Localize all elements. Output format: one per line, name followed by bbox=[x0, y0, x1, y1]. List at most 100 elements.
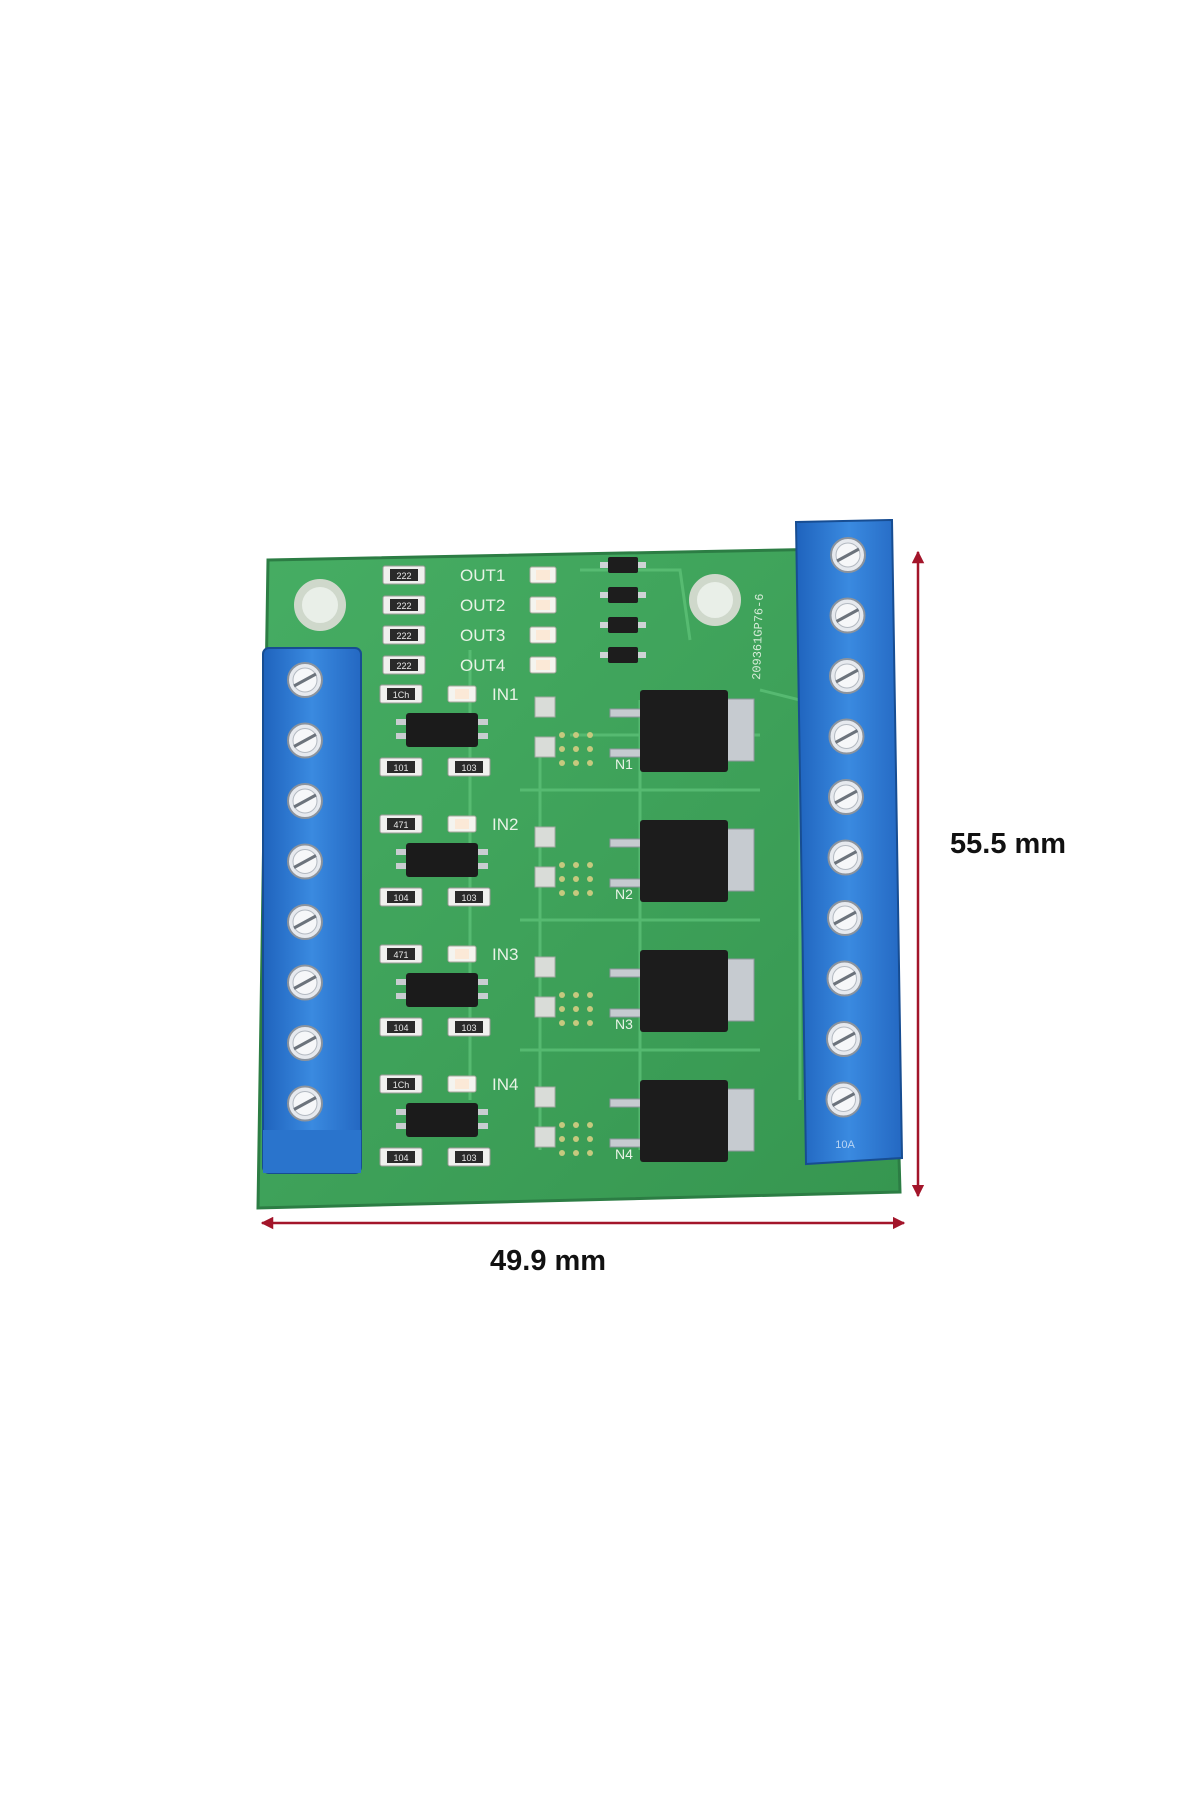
input-led-3 bbox=[447, 945, 477, 963]
channel-resistor: 1Ch bbox=[379, 684, 423, 704]
channel-resistor: 471 bbox=[379, 814, 423, 834]
right-screws bbox=[825, 537, 866, 1118]
output-label-4: OUT4 bbox=[460, 656, 505, 675]
left-screw-8 bbox=[287, 1085, 323, 1122]
left-screws bbox=[287, 662, 323, 1122]
output-label-3: OUT3 bbox=[460, 626, 505, 645]
right-screw-4 bbox=[828, 718, 865, 755]
channel-resistor: 104 bbox=[379, 1017, 423, 1037]
mosfet-1 bbox=[609, 690, 755, 772]
resistor-code: 103 bbox=[461, 763, 476, 773]
mosfet-4 bbox=[609, 1080, 755, 1162]
width-dimension-label: 49.9 mm bbox=[490, 1245, 607, 1277]
optocoupler-4 bbox=[396, 1103, 488, 1137]
resistor-code: 104 bbox=[393, 1023, 408, 1033]
input-label-2: IN2 bbox=[492, 815, 518, 834]
channel-resistor: 103 bbox=[447, 1147, 491, 1167]
pad bbox=[534, 866, 556, 888]
resistor-code: 103 bbox=[461, 1153, 476, 1163]
pad bbox=[534, 696, 556, 718]
right-screw-2 bbox=[829, 597, 866, 634]
right-screw-8 bbox=[826, 960, 863, 997]
terminal-rating: 10A bbox=[835, 1139, 855, 1151]
output-resistor: 222 bbox=[382, 565, 426, 585]
left-screw-6 bbox=[287, 964, 323, 1001]
output-resistor: 222 bbox=[382, 655, 426, 675]
channel-resistor: 471 bbox=[379, 944, 423, 964]
optocoupler-2 bbox=[396, 843, 488, 877]
mosfet-3 bbox=[609, 950, 755, 1032]
resistor-code: 222 bbox=[396, 631, 411, 641]
input-label-3: IN3 bbox=[492, 945, 518, 964]
mosfet-label-1: N1 bbox=[615, 756, 633, 772]
diode-1 bbox=[600, 557, 646, 573]
mosfet-label-3: N3 bbox=[615, 1016, 633, 1032]
channel-1: 1Ch IN1 101 103 N1 bbox=[379, 684, 755, 777]
channel-resistor: 101 bbox=[379, 757, 423, 777]
right-screw-10 bbox=[825, 1081, 862, 1118]
right-screw-1 bbox=[830, 537, 866, 573]
resistor-code: 222 bbox=[396, 661, 411, 671]
resistor-code: 1Ch bbox=[393, 690, 410, 700]
output-resistor: 222 bbox=[382, 625, 426, 645]
mounting-hole-left bbox=[294, 579, 346, 631]
output-label-1: OUT1 bbox=[460, 566, 505, 585]
right-screw-7 bbox=[827, 900, 863, 936]
channel-resistor: 1Ch bbox=[379, 1074, 423, 1094]
mosfet-label-2: N2 bbox=[615, 886, 633, 902]
output-led-4 bbox=[529, 656, 557, 674]
pad bbox=[534, 826, 556, 848]
optocoupler-3 bbox=[396, 973, 488, 1007]
input-led-4 bbox=[447, 1075, 477, 1093]
resistor-code: 101 bbox=[393, 763, 408, 773]
resistor-code: 222 bbox=[396, 571, 411, 581]
left-screw-7 bbox=[287, 1025, 323, 1061]
channel-resistor: 103 bbox=[447, 757, 491, 777]
input-label-4: IN4 bbox=[492, 1075, 518, 1094]
resistor-code: 104 bbox=[393, 893, 408, 903]
resistor-code: 104 bbox=[393, 1153, 408, 1163]
mosfet-label-4: N4 bbox=[615, 1146, 633, 1162]
channel-4: 1Ch IN4 104 103 N4 bbox=[379, 1074, 755, 1167]
mounting-hole-right bbox=[689, 574, 741, 626]
resistor-code: 222 bbox=[396, 601, 411, 611]
output-led-2 bbox=[529, 596, 557, 614]
right-screw-9 bbox=[826, 1021, 862, 1057]
pad bbox=[534, 736, 556, 758]
input-led-2 bbox=[447, 815, 477, 833]
channel-resistor: 103 bbox=[447, 1017, 491, 1037]
right-screw-3 bbox=[829, 658, 865, 694]
optocoupler-1 bbox=[396, 713, 488, 747]
channel-resistor: 104 bbox=[379, 1147, 423, 1167]
via-grid bbox=[559, 862, 593, 896]
diode-row bbox=[600, 557, 646, 663]
left-screw-4 bbox=[287, 843, 323, 880]
board-code: 209361GP76-6 bbox=[750, 593, 767, 680]
resistor-code: 471 bbox=[393, 950, 408, 960]
input-label-1: IN1 bbox=[492, 685, 518, 704]
channel-3: 471 IN3 104 103 N3 bbox=[379, 944, 755, 1037]
output-led-3 bbox=[529, 626, 557, 644]
left-screw-2 bbox=[287, 722, 323, 759]
resistor-code: 1Ch bbox=[393, 1080, 410, 1090]
right-screw-6 bbox=[827, 839, 864, 876]
resistor-code: 103 bbox=[461, 893, 476, 903]
diode-3 bbox=[600, 617, 646, 633]
diode-2 bbox=[600, 587, 646, 603]
channel-2: 471 IN2 104 103 N2 bbox=[379, 814, 755, 907]
channel-resistor: 103 bbox=[447, 887, 491, 907]
left-screw-1 bbox=[287, 662, 323, 698]
channel-resistor: 104 bbox=[379, 887, 423, 907]
output-led-1 bbox=[529, 566, 557, 584]
right-screw-5 bbox=[828, 779, 864, 815]
resistor-code: 103 bbox=[461, 1023, 476, 1033]
output-resistor: 222 bbox=[382, 595, 426, 615]
via-grid bbox=[559, 992, 593, 1026]
via-grid bbox=[559, 732, 593, 766]
height-dimension-label: 55.5 mm bbox=[950, 828, 1067, 860]
pad bbox=[534, 1086, 556, 1108]
pad bbox=[534, 996, 556, 1018]
